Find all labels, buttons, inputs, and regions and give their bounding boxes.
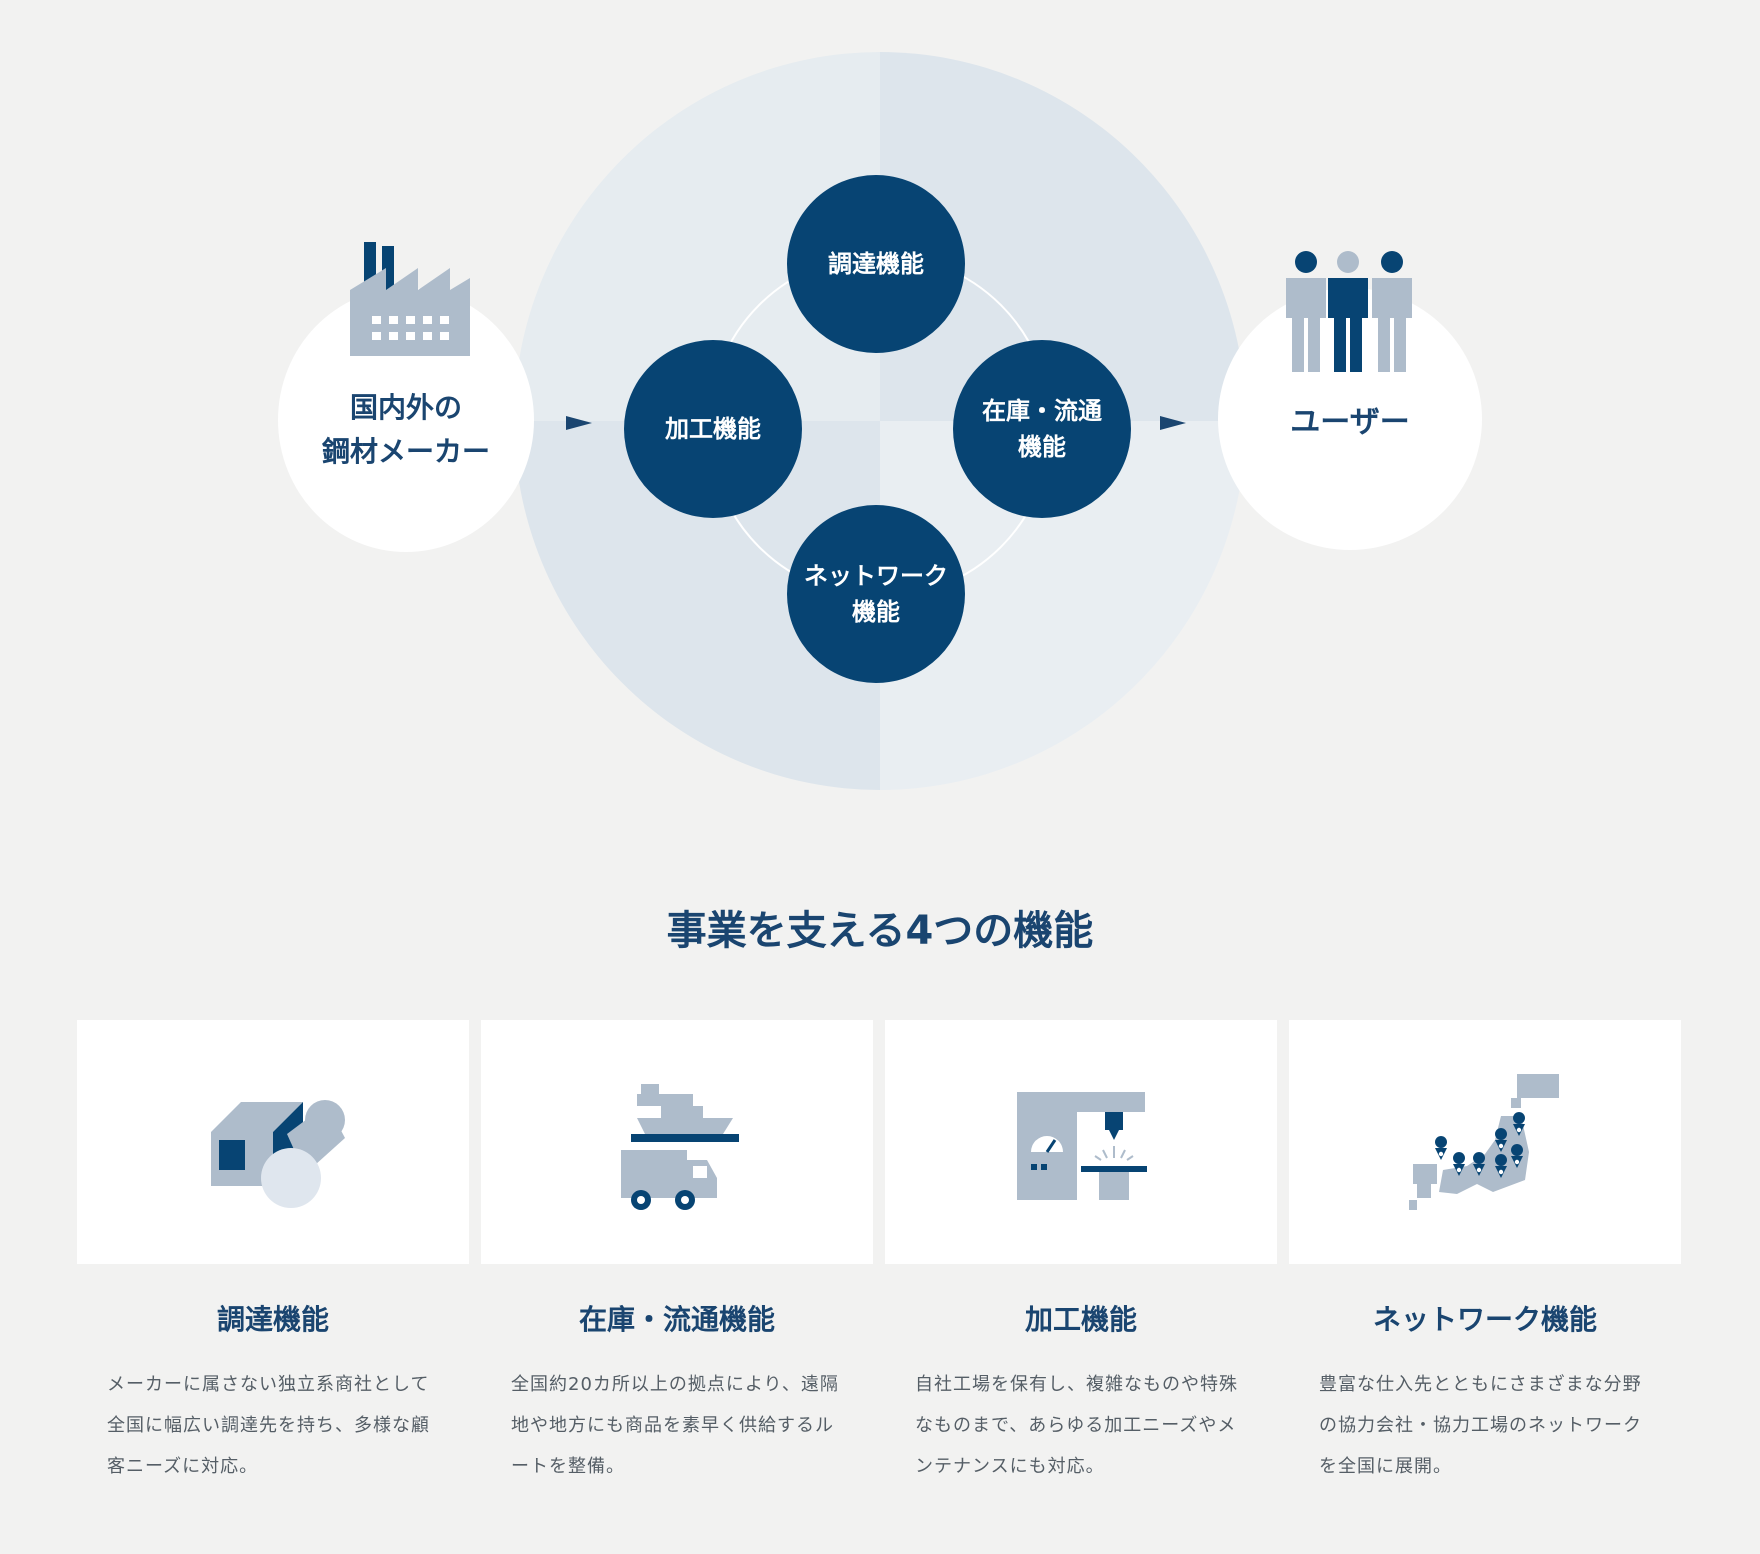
factory-icon bbox=[350, 242, 470, 356]
card-procurement: 調達機能 メーカーに属さない独立系商社として全国に幅広い調達先を持ち、多様な顧客… bbox=[77, 1020, 469, 1487]
function-processing-label: 加工機能 bbox=[665, 415, 761, 443]
card-processing: 加工機能 自社工場を保有し、複雑なものや特殊なものまで、あらゆる加工ニーズやメン… bbox=[885, 1020, 1277, 1487]
source-label: 国内外の 鋼材メーカー bbox=[321, 391, 490, 468]
function-inventory-circle: 在庫・流通 機能 bbox=[953, 340, 1131, 518]
ship-truck-icon bbox=[621, 1084, 739, 1210]
users-icon bbox=[1286, 251, 1412, 372]
card-image-box bbox=[481, 1020, 873, 1264]
card-description: 全国約20カ所以上の拠点により、遠隔地や地方にも商品を素早く供給するルートを整備… bbox=[511, 1374, 839, 1477]
arrow-to-processing bbox=[566, 416, 592, 430]
machine-tool-icon bbox=[1017, 1092, 1147, 1200]
function-inventory-label: 在庫・流通 機能 bbox=[982, 397, 1102, 461]
function-network-circle: ネットワーク 機能 bbox=[787, 505, 965, 683]
card-title: 調達機能 bbox=[216, 1303, 329, 1336]
card-image-box bbox=[885, 1020, 1277, 1264]
card-image-box bbox=[1289, 1020, 1681, 1264]
card-description: メーカーに属さない独立系商社として全国に幅広い調達先を持ち、多様な顧客ニーズに対… bbox=[107, 1374, 430, 1477]
card-description: 豊富な仕入先とともにさまざまな分野の協力会社・協力工場のネットワークを全国に展開… bbox=[1319, 1374, 1642, 1477]
card-image-box bbox=[77, 1020, 469, 1264]
function-procurement-label: 調達機能 bbox=[828, 250, 924, 278]
function-processing-circle: 加工機能 bbox=[624, 340, 802, 518]
target-label: ユーザー bbox=[1290, 405, 1410, 440]
function-network-label: ネットワーク 機能 bbox=[804, 562, 948, 626]
section-title: 事業を支える4つの機能 bbox=[666, 908, 1094, 954]
card-title: 加工機能 bbox=[1024, 1303, 1137, 1336]
steel-materials-icon bbox=[211, 1100, 345, 1208]
card-title: 在庫・流通機能 bbox=[578, 1303, 775, 1336]
card-inventory: 在庫・流通機能 全国約20カ所以上の拠点により、遠隔地や地方にも商品を素早く供給… bbox=[481, 1020, 873, 1487]
card-title: ネットワーク機能 bbox=[1372, 1303, 1597, 1336]
card-network: ネットワーク機能 豊富な仕入先とともにさまざまな分野の協力会社・協力工場のネット… bbox=[1289, 1020, 1681, 1487]
japan-map-icon bbox=[1409, 1074, 1559, 1210]
card-description: 自社工場を保有し、複雑なものや特殊なものまで、あらゆる加工ニーズやメンテナンスに… bbox=[915, 1374, 1238, 1477]
arrow-to-users bbox=[1160, 416, 1186, 430]
business-flow-diagram: 国内外の 鋼材メーカー ユーザー 調達機能 加工機能 在庫・流通 機能 ネットワ… bbox=[278, 52, 1482, 790]
function-procurement-circle: 調達機能 bbox=[787, 175, 965, 353]
